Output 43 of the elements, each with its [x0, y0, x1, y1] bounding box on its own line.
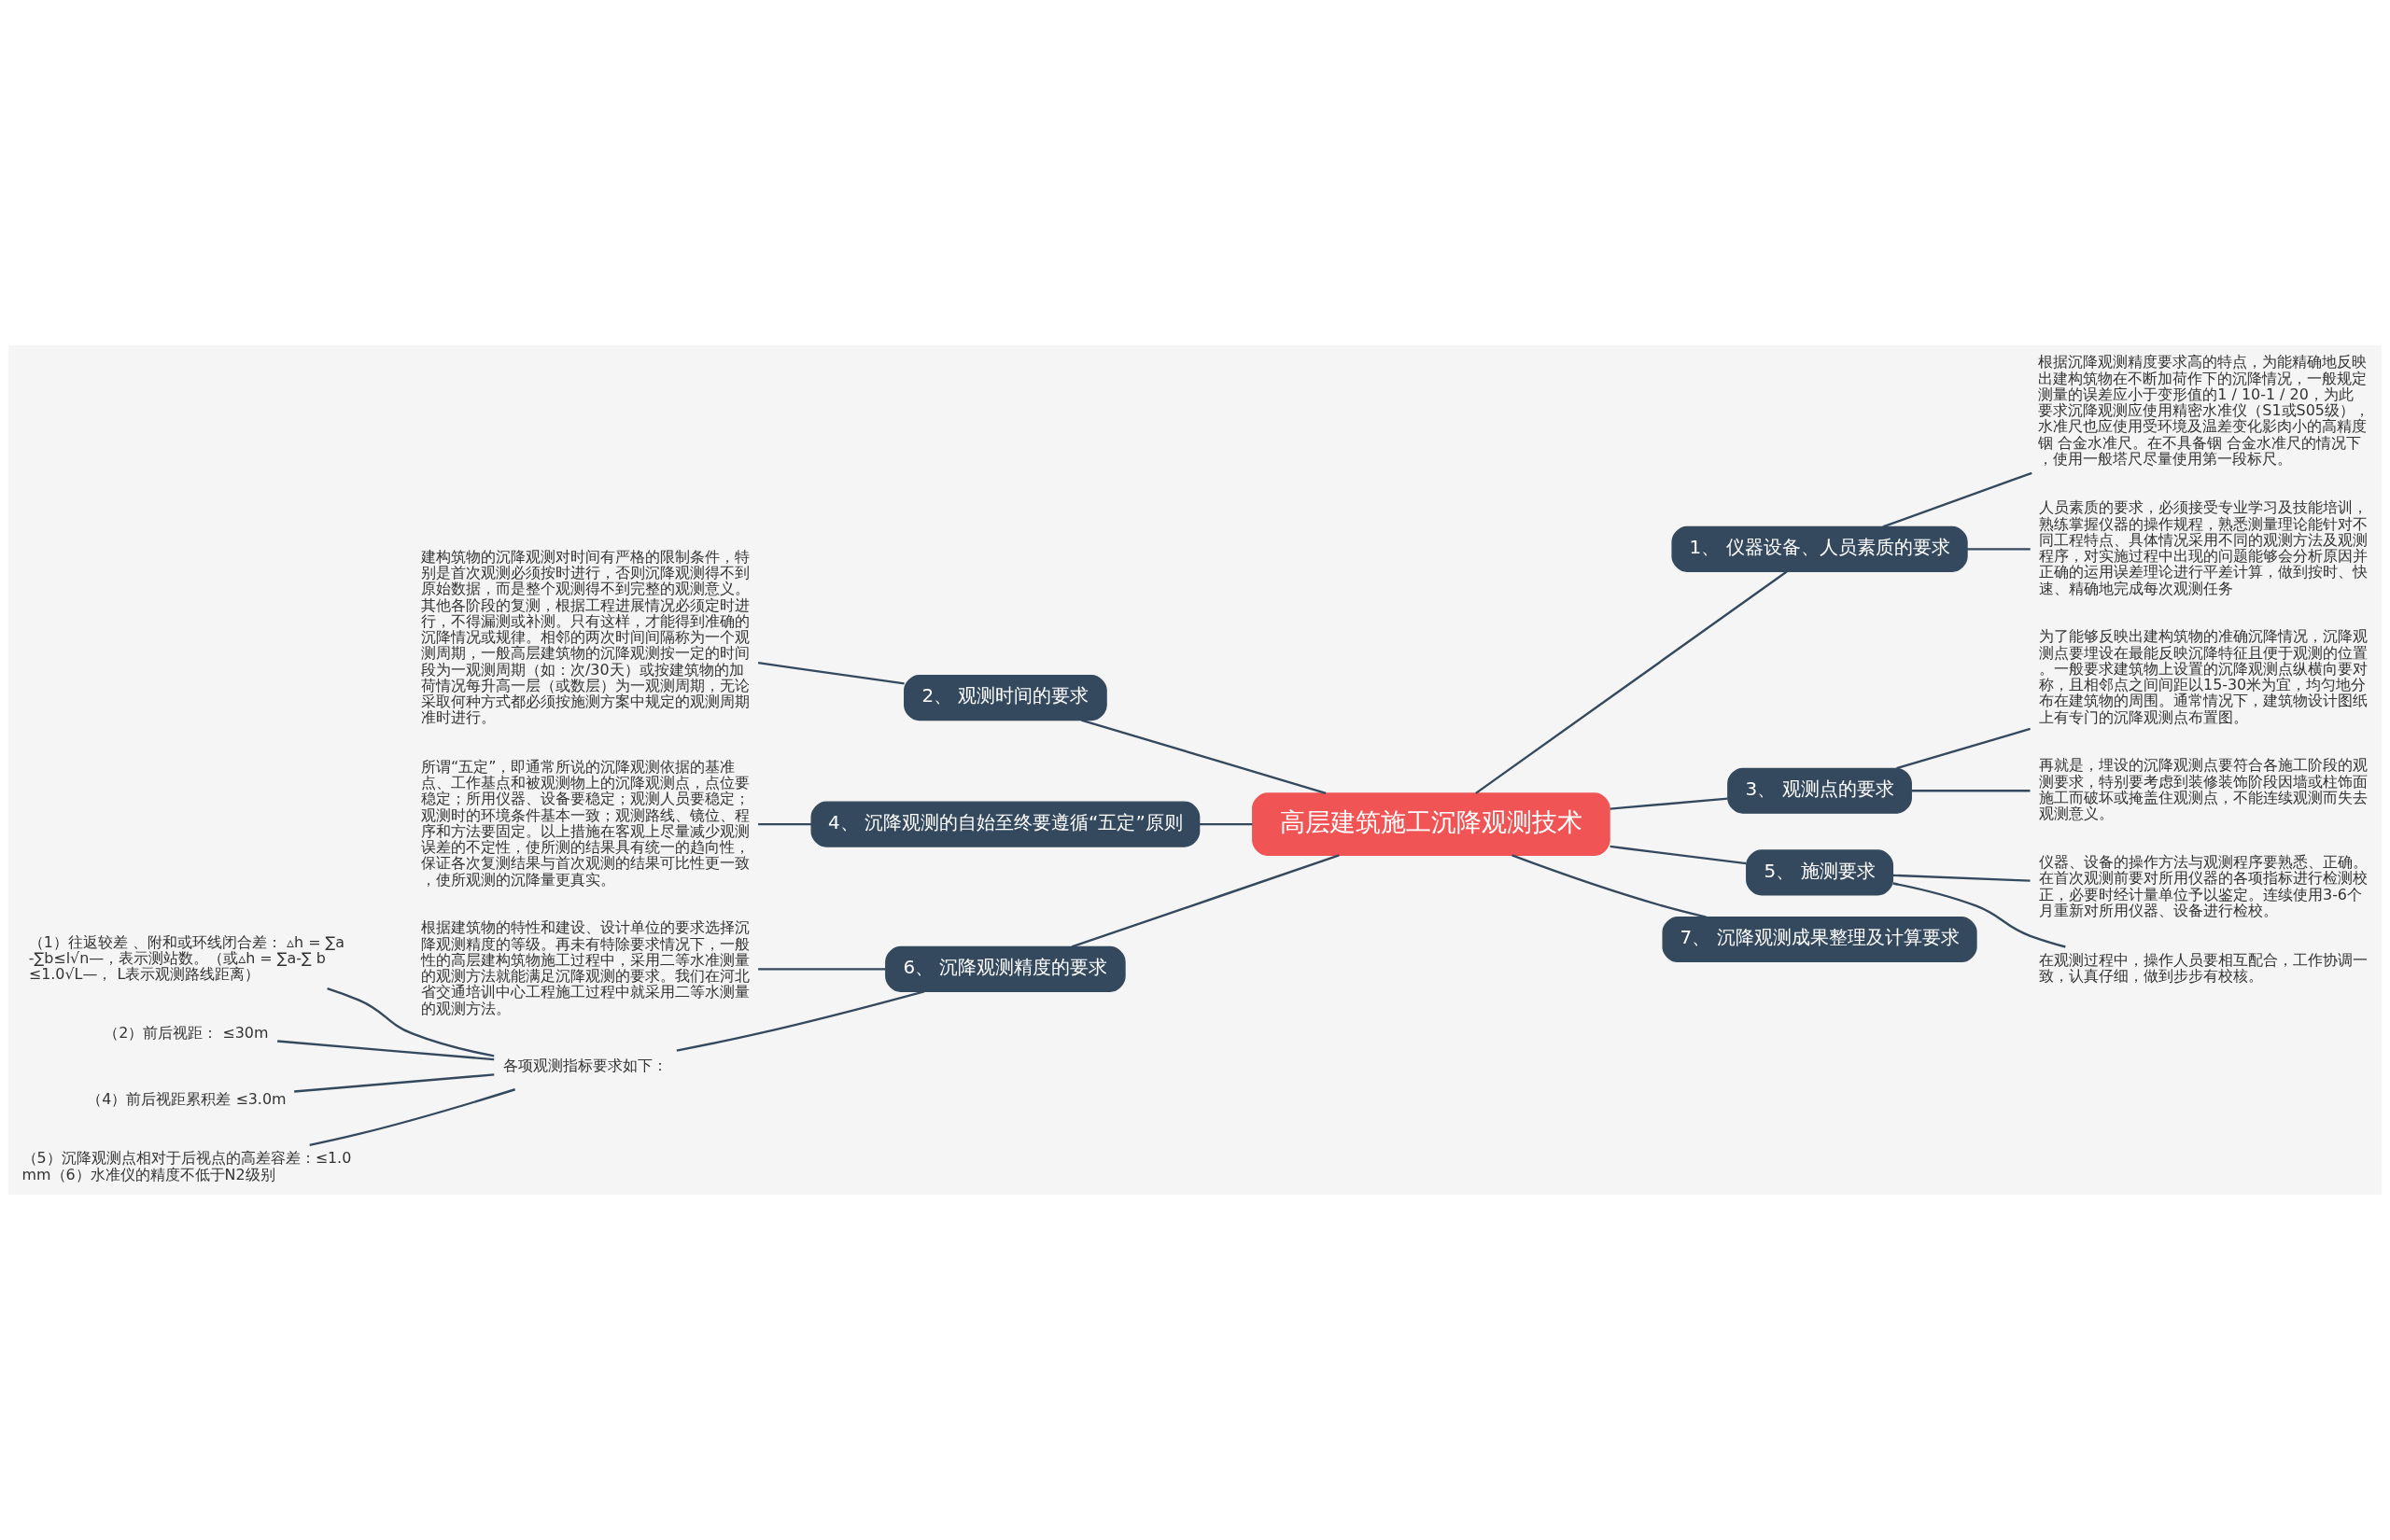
connector: [309, 1088, 516, 1147]
connector: [1610, 845, 1747, 865]
node-box: 6、 沉降观测精度的要求: [885, 945, 1126, 992]
connector: [1610, 797, 1728, 810]
node-text: 所谓“五定”，即通常所说的沉降观测依据的基准点、工作基点和被观测物上的沉降观测点，点位要稳定；所用仪器、设备要稳定；观测人员要稳定；观测时的环境条件基本一致；观测路线、镜位、程序和方法要固定。以上措施在客观上尽量减少观测误差的不定性，使所测的结果具有统一的趋向性，保证各次复测结果与首次观测的结果可比性更一致，使所观测的沉降量更真实。: [420, 757, 750, 889]
node-box: 4、 沉降观测的自始至终要遵循“五定”原则: [810, 801, 1201, 847]
connector: [1475, 570, 1788, 794]
connector: [676, 990, 925, 1052]
connector: [1892, 882, 2066, 948]
node-text: 仪器、设备的操作方法与观测程序要熟悉、正确。在首次观测前要对所用仪器的各项指标进行检测校正，必要时经计量单位予以鉴定。连续使用3-6个月重新对所用仪器、设备进行检校。: [2039, 853, 2369, 919]
connector: [1071, 854, 1340, 948]
node-text: 根据建筑物的特性和建设、设计单位的要求选择沉降观测精度的等级。再未有特除要求情况下，一般性的高层建构筑物施工过程中，采用二等水准测量的观测方法就能满足沉降观测的要求。我们在河北省交通培训中心工程施工过程中就采用二等水测量的观测方法。: [420, 918, 750, 1017]
node-text: 再就是，埋设的沉降观测点要符合各施工阶段的观测要求，特别要考虑到装修装饰阶段因墙或柱饰面施工而破坏或掩盖住观测点，不能连续观测而失去观测意义。: [2039, 756, 2369, 823]
node-box: 5、 施测要求: [1746, 849, 1894, 896]
node-text: 各项观测指标要求如下：: [502, 1057, 668, 1075]
connector: [1896, 727, 2031, 770]
connector: [1892, 874, 2031, 882]
connector: [1200, 822, 1253, 826]
node-box: 1、 仪器设备、人员素质的要求: [1671, 525, 1968, 572]
node-box: 高层建筑施工沉降观测技术: [1252, 792, 1610, 856]
node-box: 3、 观测点的要求: [1727, 767, 1912, 814]
connector: [1511, 854, 1707, 918]
node-box: 2、 观测时间的要求: [904, 675, 1107, 721]
connector: [1911, 790, 2031, 792]
connector: [758, 822, 812, 826]
connector: [327, 987, 495, 1057]
node-text: 根据沉降观测精度要求高的特点，为能精确地反映出建构筑物在不断加荷作下的沉降情况，一般规定测量的误差应小于变形值的1 / 10-1 / 20，为此要求沉降观测应使用精密水准仪（S1或S05级），水准尺也应使用受环境及温差变化影肉小的高精度铟 合金水准尺。在不具备铟 合金水准尺的情况下，使用一般塔尺尽量使用第一段标尺。: [2038, 353, 2369, 468]
node-box: 7、 沉降观测成果整理及计算要求: [1662, 916, 1977, 963]
node-text: （5）沉降观测点相对于后视点的高差容差：≤1.0mm（6）水准仪的精度不低于N2级别: [21, 1149, 352, 1183]
node-text: 为了能够反映出建构筑物的准确沉降情况，沉降观测点要埋设在最能反映沉降特征且便于观测的位置。一般要求建筑物上设置的沉降观测点纵横向要对称，且相邻点之间间距以15-30米为宜，均匀地分布在建筑物的周围。通常情况下，建筑物设计图纸上有专门的沉降观测点布置图。: [2039, 627, 2369, 726]
connector: [1967, 548, 2031, 551]
node-text: 在观测过程中，操作人员要相互配合，工作协调一致，认真仔细，做到步步有校核。: [2039, 950, 2369, 986]
connector: [758, 968, 886, 971]
connector: [757, 661, 905, 685]
node-text: （2）前后视距： ≤30m: [104, 1023, 269, 1042]
node-text: 建构筑物的沉降观测对时间有严格的限制条件，特别是首次观测必须按时进行，否则沉降观测得不到原始数据，而是整个观测得不到完整的观测意义。其他各阶段的复测，根据工程进展情况必须定时进行，不得漏测或补测。只有这样，才能得到准确的沉降情况或规律。相邻的两次时间间隔称为一个观测周期，一般高层建筑物的沉降观测按一定的时间段为一观测周期（如：次/30天）或按建筑物的加荷情况每升高一层（或数层）为一观测周期，无论采取何种方式都必须按施测方案中规定的观测周期准时进行。: [420, 547, 750, 727]
node-text: （1）往返较差 、附和或环线闭合差： ▵h = ∑a-∑b≤l√n—，表示测站数。（或▵h = ∑a-∑ b≤1.0√L—， L表示观测路线距离）: [28, 932, 345, 984]
connector: [1080, 719, 1327, 794]
connector: [277, 1040, 495, 1061]
node-text: 人员素质的要求，必须接受专业学习及技能培训，熟练掌握仪器的操作规程，熟悉测量理论能针对不同工程特点、具体情况采用不同的观测方法及观测程序，对实施过程中出现的问题能够会分析原因并正确的运用误差理论进行平差计算，做到按时、快速、精确地完成每次观测任务: [2039, 498, 2369, 597]
node-text: （4）前后视距累积差 ≤3.0m: [87, 1090, 287, 1109]
connector: [294, 1073, 495, 1093]
connector: [1882, 471, 2032, 528]
